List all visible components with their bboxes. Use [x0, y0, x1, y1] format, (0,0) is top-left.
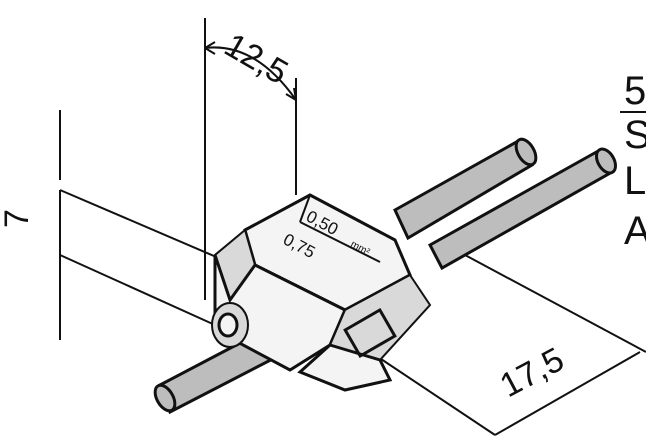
side-label-0: 5 — [624, 69, 646, 113]
length-label: 17,5 — [494, 340, 570, 405]
side-label-3: A — [624, 209, 646, 253]
connector-body — [211, 193, 432, 392]
height-dimension: 7 — [0, 110, 236, 340]
side-label-2: L — [624, 159, 646, 203]
cable-rear-lower — [427, 147, 617, 271]
side-labels: 5 S L A — [620, 69, 646, 253]
height-label: 7 — [0, 209, 36, 228]
cable-rear-upper — [393, 137, 538, 241]
side-label-1: S — [624, 113, 646, 157]
